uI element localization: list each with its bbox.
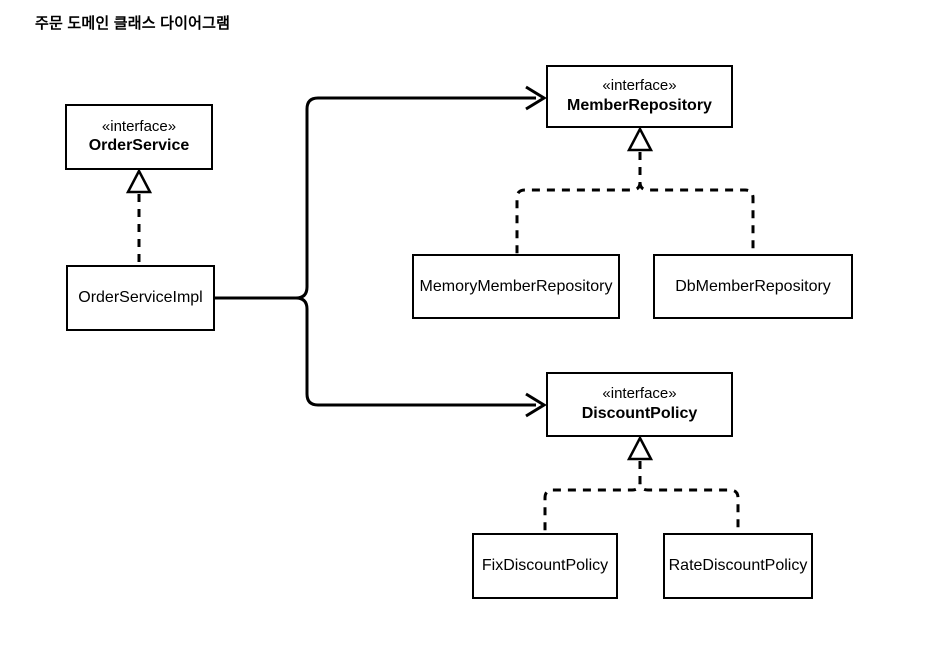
class-name-label: DbMemberRepository xyxy=(675,277,831,295)
realization-dbmemberrepository-memberrepository xyxy=(638,152,755,254)
open-arrowhead-icon xyxy=(525,392,547,418)
realization-ratediscountpolicy-discountpolicy xyxy=(638,461,740,533)
stereotype-label: «interface» xyxy=(602,77,677,95)
dependency-line xyxy=(215,296,536,407)
diagram-title: 주문 도메인 클래스 다이어그램 xyxy=(35,15,231,32)
class-name-label: DiscountPolicy xyxy=(581,404,698,422)
realization-dashed-line xyxy=(638,461,740,533)
class-box-fix-discount-policy: FixDiscountPolicy xyxy=(472,533,618,599)
class-box-member-repository: «interface» MemberRepository xyxy=(546,65,733,128)
class-box-discount-policy: «interface» DiscountPolicy xyxy=(546,372,733,437)
hollow-triangle-icon xyxy=(125,168,153,194)
class-box-order-service: «interface» OrderService xyxy=(65,104,213,170)
class-box-rate-discount-policy: RateDiscountPolicy xyxy=(663,533,813,599)
stereotype-label: «interface» xyxy=(602,385,677,403)
realization-dashed-line xyxy=(515,152,642,254)
class-box-memory-member-repository: MemoryMemberRepository xyxy=(412,254,620,319)
stereotype-label: «interface» xyxy=(101,117,177,135)
class-box-order-service-impl: OrderServiceImpl xyxy=(66,265,215,331)
realization-fixdiscountpolicy-discountpolicy xyxy=(543,461,642,533)
hollow-triangle-icon xyxy=(626,435,654,461)
realization-memorymemberrepository-memberrepository xyxy=(515,152,642,254)
realization-orderserviceimpl-orderservice xyxy=(125,168,153,266)
realization-dashed-line xyxy=(638,152,755,254)
class-name-label: OrderService xyxy=(88,137,190,155)
class-name-label: MemberRepository xyxy=(567,96,712,114)
class-name-label: OrderServiceImpl xyxy=(78,289,203,306)
dependency-orderserviceimpl-discountpolicy xyxy=(215,296,547,418)
class-name-label: RateDiscountPolicy xyxy=(668,557,808,574)
open-arrowhead-icon xyxy=(525,85,547,111)
class-box-db-member-repository: DbMemberRepository xyxy=(653,254,853,319)
class-name-label: FixDiscountPolicy xyxy=(481,557,609,574)
hollow-triangle-icon xyxy=(626,126,654,152)
class-name-label: MemoryMemberRepository xyxy=(419,277,613,295)
realization-dashed-line xyxy=(543,461,642,533)
